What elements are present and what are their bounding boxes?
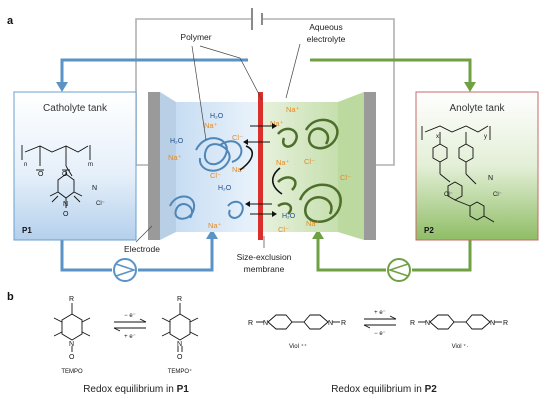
water: H₂O <box>170 138 184 145</box>
membrane-transport-arrows <box>243 123 277 217</box>
viol-dication-label: Viol ⁺⁺ <box>289 343 307 350</box>
p1-structure <box>21 145 91 208</box>
tempo-n: N <box>69 341 74 348</box>
p2-equilibrium-arrows <box>363 315 397 329</box>
anolyte-arrow-down <box>464 82 476 92</box>
viol-dication-r-left: R <box>248 320 253 327</box>
catholyte-tank: Catholyte tank <box>13 91 137 241</box>
ion-na: Na⁺ <box>204 121 218 130</box>
p2-chloride-1: Cl⁻ <box>444 192 453 198</box>
water: H₂O <box>210 113 224 120</box>
ion-na: Na⁺ <box>208 221 222 230</box>
p1-minus-electron: − e⁻ <box>124 313 136 319</box>
viol-radical-n-left: N <box>425 320 430 327</box>
aqueous-electrolyte-label-1: Aqueous <box>309 22 343 32</box>
panel-label-a: a <box>7 15 14 27</box>
tempo-r: R <box>69 296 74 303</box>
anolyte-pipes <box>310 58 472 272</box>
p2-plus-electron: + e⁻ <box>374 310 386 316</box>
p1-n-plus: N <box>92 185 97 192</box>
ion-cl: Cl⁻ <box>232 133 243 142</box>
tempo-plus-o: O <box>177 354 183 361</box>
p1-plus-electron: + e⁻ <box>124 334 136 340</box>
viol-dication-n-right: N <box>328 320 333 327</box>
anolyte-tank: Anolyte tank <box>415 91 539 241</box>
catholyte-ions: Na⁺ Cl⁻ Na⁺ Cl⁻ Na⁺ Na⁺ H₂O H₂O H₂O <box>168 113 246 230</box>
p2-n-upper: N <box>488 175 493 182</box>
viol-radical-r-right: R <box>503 320 508 327</box>
p1-subscript-n: n <box>24 162 27 168</box>
anolyte-arrow-up <box>312 229 324 239</box>
p2-label: P2 <box>424 226 434 235</box>
p1-equilibrium-arrows <box>113 318 147 332</box>
water: H₂O <box>218 185 232 192</box>
aqueous-electrolyte-label-2: electrolyte <box>307 34 346 44</box>
p2-structure <box>421 125 495 223</box>
panel-label-b: b <box>7 291 14 303</box>
catholyte-pump[interactable] <box>113 258 137 282</box>
water: H₂O <box>282 213 296 220</box>
tempo-o: O <box>69 354 75 361</box>
ion-na: Na⁺ <box>232 165 246 174</box>
ion-cl: Cl⁻ <box>340 173 351 182</box>
viol-radical-n-right: N <box>490 320 495 327</box>
polymer-label: Polymer <box>180 32 211 42</box>
tempo-label: TEMPO <box>61 369 83 375</box>
electrode-label: Electrode <box>124 244 160 254</box>
p1-chloride: Cl⁻ <box>96 201 105 207</box>
membrane-label-2: membrane <box>244 264 285 274</box>
viol-dication-structure <box>256 314 340 330</box>
catholyte-pipes <box>60 58 248 272</box>
tempo-plus-structure <box>161 303 199 352</box>
p1-o-radical: O <box>63 211 69 218</box>
battery-symbol <box>251 8 263 30</box>
p1-n: N <box>63 201 68 208</box>
tempo-plus-n: N <box>177 341 182 348</box>
size-exclusion-membrane <box>258 92 263 240</box>
anolyte-ions: Na⁺ Na⁺ Na⁺ Cl⁻ Cl⁻ Cl⁻ Na⁺ H₂O <box>270 105 351 234</box>
anolyte-pump[interactable] <box>387 258 411 282</box>
tempo-plus-r: R <box>177 296 182 303</box>
ion-cl: Cl⁻ <box>210 171 221 180</box>
p2-subscript-y: y <box>484 134 487 140</box>
p2-subscript-x: x <box>436 134 439 140</box>
ion-na: Na⁺ <box>286 105 300 114</box>
catholyte-arrow-down <box>56 82 68 92</box>
catholyte-tank-label: Catholyte tank <box>43 103 108 114</box>
catholyte-polymer-coils <box>169 137 244 220</box>
p1-o-1: O <box>38 171 44 178</box>
p1-equilibrium-caption: Redox equilibrium in P1 <box>83 384 189 395</box>
p2-chloride-2: Cl⁻ <box>493 192 502 198</box>
viol-radical-label: Viol ⁺· <box>452 343 469 350</box>
p2-equilibrium-caption: Redox equilibrium in P2 <box>331 384 437 395</box>
anolyte-tank-label: Anolyte tank <box>449 103 505 114</box>
callout-lines <box>135 43 301 248</box>
ion-cl: Cl⁻ <box>304 157 315 166</box>
p1-o-2: O <box>62 171 68 178</box>
viol-radical-structure <box>418 314 502 330</box>
tempo-plus-label: TEMPO⁺ <box>168 368 193 375</box>
ion-na: Na⁺ <box>306 219 320 228</box>
ion-na: Na⁺ <box>270 119 284 128</box>
anolyte-polymer-coils <box>277 118 342 223</box>
p1-label: P1 <box>22 226 32 235</box>
membrane-label-1: Size-exclusion <box>237 252 292 262</box>
p1-subscript-m: m <box>88 162 93 168</box>
viol-dication-r-right: R <box>341 320 346 327</box>
ion-na: Na⁺ <box>168 153 182 162</box>
viol-dication-n-left: N <box>263 320 268 327</box>
catholyte-arrow-up <box>206 229 218 239</box>
p2-minus-electron: − e⁻ <box>374 331 386 337</box>
polymer-blocked-arrows <box>239 145 283 195</box>
viol-radical-r-left: R <box>410 320 415 327</box>
tempo-structure <box>53 303 91 352</box>
ion-cl: Cl⁻ <box>278 225 289 234</box>
ion-na: Na⁺ <box>276 158 290 167</box>
